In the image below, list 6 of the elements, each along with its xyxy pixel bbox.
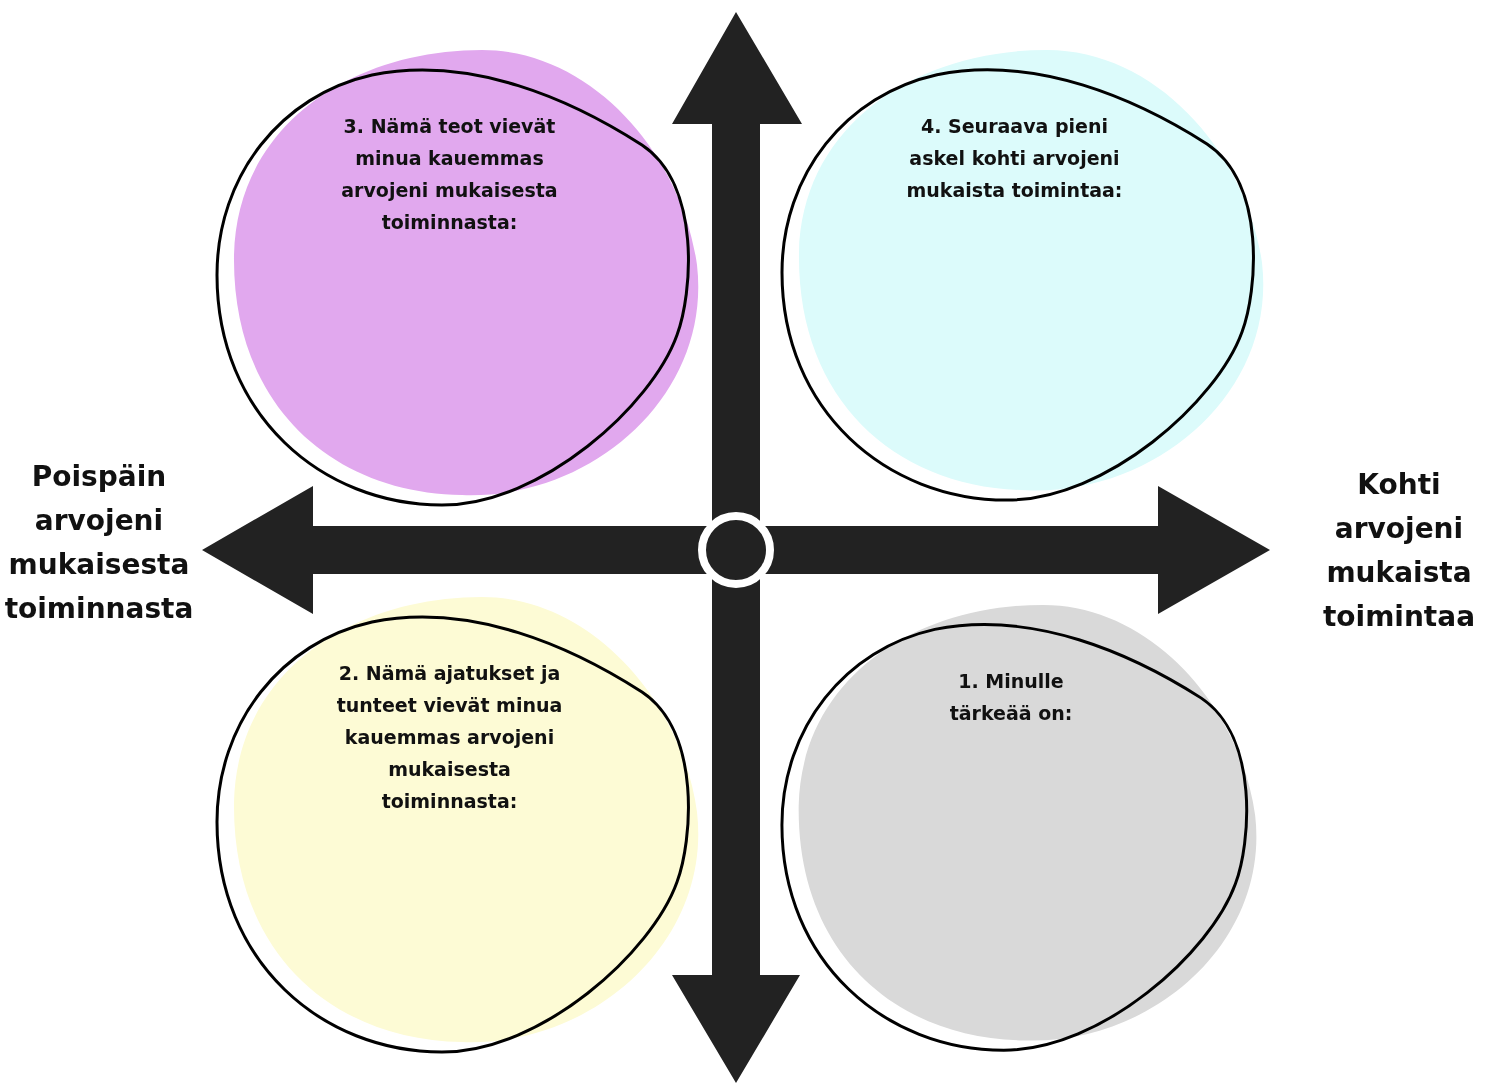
axis-label: Poispäin arvojeni mukaisesta toiminnasta xyxy=(3,459,195,627)
quadrant-text: 2. Nämä ajatukset ja tunteet vievät minua kauemmas arvojeni mukaisesta toiminnasta: xyxy=(335,661,564,814)
quadrant-text: 1. Minulle tärkeää on: xyxy=(948,669,1074,726)
quadrant-text: 3. Nämä teot vievät minua kauemmas arvojeni mukaisesta toiminnasta: xyxy=(340,114,559,235)
axis-label: Kohti arvojeni mukaista toimintaa xyxy=(1321,467,1477,635)
quadrant-text: 4. Seuraava pieni askel kohti arvojeni mukaista toimintaa: xyxy=(905,114,1124,203)
